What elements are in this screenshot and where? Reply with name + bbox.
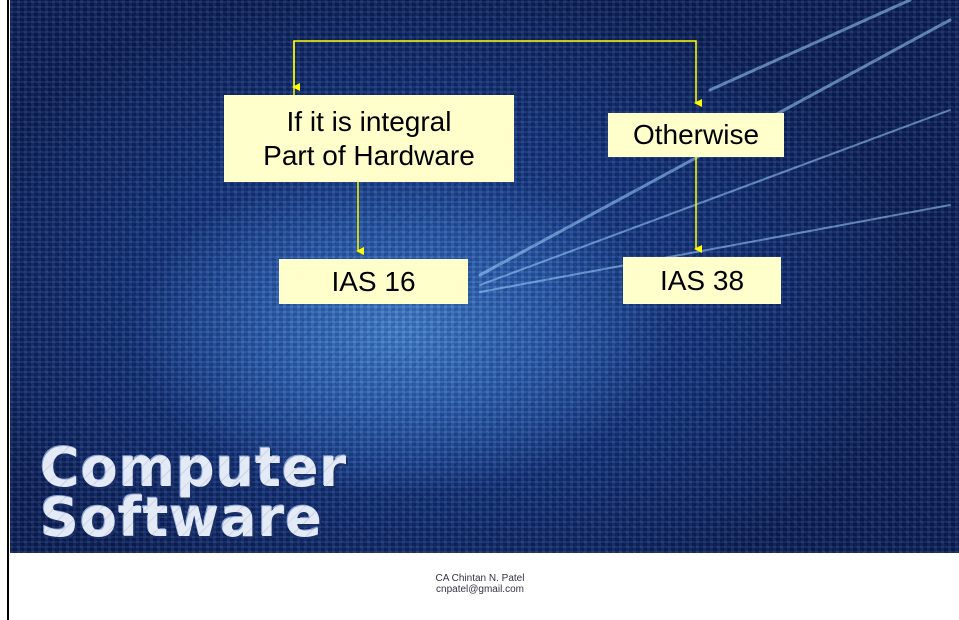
ias16-box-label: IAS 16 (331, 265, 416, 297)
otherwise-box-label: Otherwise (632, 119, 760, 150)
ias16-box: IAS 16 (279, 259, 468, 304)
footer-author: CA Chintan N. Patel (435, 573, 525, 584)
integral-box-line1: If it is integral (286, 105, 452, 137)
background-image: Computer Software (10, 0, 959, 553)
otherwise-box: Otherwise (608, 113, 784, 157)
ias38-box: IAS 38 (623, 257, 781, 304)
connector-lines (292, 40, 702, 255)
integral-box-line2: Part of Hardware (263, 139, 475, 171)
top-bracket-connector (293, 40, 702, 107)
left-border (0, 0, 9, 620)
footer-email: cnpatel@gmail.com (436, 584, 524, 595)
ias38-box-label: IAS 38 (659, 264, 745, 296)
integral-hardware-box: If it is integral Part of Hardware (224, 95, 514, 182)
slide-footer: CA Chintan N. Patel cnpatel@gmail.com (320, 573, 640, 595)
